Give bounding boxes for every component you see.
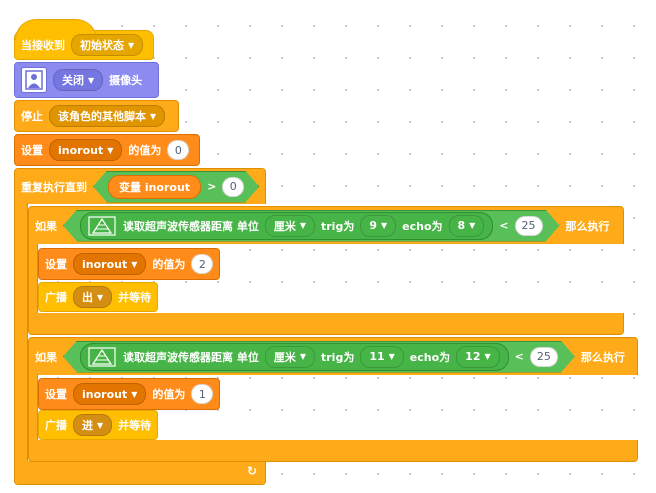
chevron-down-icon: ▼: [150, 111, 157, 121]
greater-than-operator: >: [207, 180, 217, 193]
if-label: 如果: [35, 219, 57, 233]
sensor-label: 读取超声波传感器距离 单位: [123, 219, 259, 233]
set-label: 设置: [45, 388, 67, 401]
compare-value-input[interactable]: 25: [530, 347, 558, 367]
broadcast-message-dropdown[interactable]: 进▼: [73, 414, 113, 436]
chevron-down-icon: ▼: [131, 259, 138, 269]
unit-dropdown[interactable]: 厘米▼: [265, 215, 315, 237]
then-label: 那么执行: [565, 219, 610, 233]
set-label: 设置: [45, 258, 67, 271]
compare-value-input[interactable]: 0: [222, 177, 244, 197]
less-than-operator: <: [499, 219, 509, 232]
when-receive-hat-block[interactable]: 当接收到 初始状态▼: [14, 19, 154, 60]
variable-dropdown[interactable]: inorout▼: [73, 253, 147, 275]
less-than-operator: <: [514, 350, 524, 363]
value-input[interactable]: 1: [191, 384, 214, 404]
set-label: 设置: [21, 144, 43, 157]
chevron-down-icon: ▼: [388, 352, 395, 361]
camera-state-dropdown[interactable]: 关闭▼: [53, 69, 104, 91]
variable-dropdown[interactable]: inorout▼: [49, 139, 123, 161]
ultrasonic-sensor-reporter[interactable]: 读取超声波传感器距离 单位 厘米▼ trig为 9▼ echo为 8▼: [80, 212, 493, 240]
chevron-down-icon: ▼: [299, 352, 306, 361]
echo-label: echo为: [402, 219, 443, 233]
ultrasonic-sensor-icon: [87, 215, 117, 237]
value-input[interactable]: 2: [191, 254, 214, 274]
if-block-1-arm: [28, 243, 38, 313]
if-2-broadcast-wait-block[interactable]: 广播 进▼ 并等待: [38, 410, 158, 440]
message-dropdown[interactable]: 初始状态▼: [71, 34, 144, 56]
if-block-1[interactable]: 如果 读取超声波传感器距离 单位 厘米▼ trig为 9▼: [28, 206, 624, 244]
condition-less-than[interactable]: 读取超声波传感器距离 单位 厘米▼ trig为 9▼ echo为 8▼ < 25: [63, 210, 560, 242]
repeat-until-bottom: ↻: [14, 461, 266, 485]
value-of-label: 的值为: [128, 144, 162, 157]
value-of-label: 的值为: [152, 258, 186, 271]
variable-reporter[interactable]: 变量 inorout: [108, 175, 201, 199]
if-2-set-variable-block[interactable]: 设置 inorout▼ 的值为 1: [38, 378, 220, 410]
condition-less-than[interactable]: 读取超声波传感器距离 单位 厘米▼ trig为 11▼ echo为 12▼ < …: [63, 341, 575, 373]
chevron-down-icon: ▼: [484, 352, 491, 361]
chevron-down-icon: ▼: [97, 292, 104, 302]
broadcast-message-dropdown[interactable]: 出▼: [73, 286, 113, 308]
value-of-label: 的值为: [152, 388, 186, 401]
if-1-broadcast-wait-block[interactable]: 广播 出▼ 并等待: [38, 282, 158, 312]
value-input[interactable]: 0: [167, 140, 190, 160]
when-receive-label: 当接收到: [21, 39, 65, 52]
variable-dropdown[interactable]: inorout▼: [73, 383, 147, 405]
chevron-down-icon: ▼: [469, 221, 476, 230]
then-label: 那么执行: [580, 350, 625, 364]
echo-dropdown[interactable]: 8▼: [449, 215, 485, 237]
compare-value-input[interactable]: 25: [515, 216, 543, 236]
trig-dropdown[interactable]: 9▼: [360, 215, 396, 237]
and-wait-label: 并等待: [118, 291, 152, 304]
stop-option-dropdown[interactable]: 该角色的其他脚本▼: [49, 105, 166, 127]
if-block-2-bottom: [28, 440, 638, 462]
trig-label: trig为: [321, 219, 355, 233]
sensor-label: 读取超声波传感器距离 单位: [123, 350, 259, 364]
if-block-2[interactable]: 如果 读取超声波传感器距离 单位 厘米▼ trig为 11▼: [28, 337, 638, 375]
repeat-until-label: 重复执行直到: [21, 180, 87, 194]
echo-label: echo为: [409, 350, 451, 364]
chevron-down-icon: ▼: [299, 221, 306, 230]
broadcast-label: 广播: [45, 419, 67, 432]
set-variable-block[interactable]: 设置 inorout▼ 的值为 0: [14, 134, 200, 166]
loop-arrow-icon: ↻: [246, 464, 257, 478]
stop-label: 停止: [21, 110, 43, 123]
chevron-down-icon: ▼: [97, 420, 104, 430]
repeat-until-arm: [14, 203, 28, 461]
and-wait-label: 并等待: [118, 419, 152, 432]
if-block-1-bottom: [28, 313, 624, 335]
if-block-2-arm: [28, 374, 38, 440]
repeat-until-block[interactable]: 重复执行直到 变量 inorout > 0: [14, 168, 266, 204]
camera-block[interactable]: 关闭▼ 摄像头: [14, 62, 159, 98]
chevron-down-icon: ▼: [128, 40, 135, 50]
chevron-down-icon: ▼: [131, 389, 138, 399]
chevron-down-icon: ▼: [107, 145, 114, 155]
ultrasonic-sensor-reporter[interactable]: 读取超声波传感器距离 单位 厘米▼ trig为 11▼ echo为 12▼: [80, 343, 509, 371]
ultrasonic-sensor-icon: [87, 346, 117, 368]
trig-label: trig为: [321, 350, 355, 364]
condition-greater-than[interactable]: 变量 inorout > 0: [93, 171, 259, 203]
if-1-set-variable-block[interactable]: 设置 inorout▼ 的值为 2: [38, 248, 220, 280]
chevron-down-icon: ▼: [88, 75, 95, 85]
trig-dropdown[interactable]: 11▼: [360, 346, 403, 368]
unit-dropdown[interactable]: 厘米▼: [265, 346, 315, 368]
camera-person-icon: [21, 67, 47, 93]
stop-block[interactable]: 停止 该角色的其他脚本▼: [14, 100, 179, 132]
if-label: 如果: [35, 350, 57, 364]
broadcast-label: 广播: [45, 291, 67, 304]
chevron-down-icon: ▼: [380, 221, 388, 230]
echo-dropdown[interactable]: 12▼: [456, 346, 499, 368]
camera-label: 摄像头: [109, 74, 143, 87]
